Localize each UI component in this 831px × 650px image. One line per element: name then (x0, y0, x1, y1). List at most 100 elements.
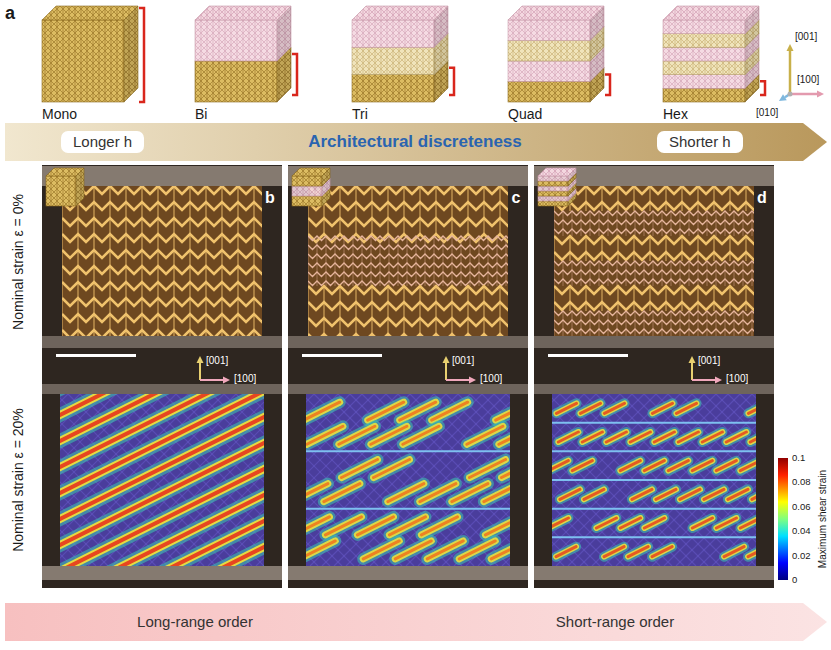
lattice-strut (461, 236, 462, 286)
lattice-strut (554, 279, 754, 284)
strain-band (656, 489, 676, 499)
lattice-strut (403, 186, 404, 236)
strain-band (580, 403, 600, 413)
lattice-strut (308, 281, 508, 286)
axis-head (715, 377, 722, 384)
lattice-strut (581, 261, 582, 286)
strain-band (499, 426, 510, 444)
specimen-undeformed (308, 186, 508, 336)
lattice-strut (716, 211, 717, 236)
strain-band (726, 432, 746, 442)
layer-bracket (760, 81, 765, 95)
lattice-strut (326, 236, 327, 286)
strain-band (644, 461, 664, 471)
figure-label: Bi (195, 106, 207, 122)
strain-band (552, 461, 568, 471)
strain-band (628, 547, 648, 557)
figure-label: [001] (452, 355, 474, 367)
lattice-strut (483, 186, 484, 236)
lattice-strut (344, 236, 345, 286)
strain-band (728, 489, 748, 499)
platen (42, 336, 282, 348)
strain-band (652, 547, 672, 557)
lattice-strut (572, 211, 573, 236)
strain-band (558, 432, 578, 442)
lattice-strut (62, 282, 262, 290)
lattice-strut (649, 286, 650, 311)
strain-band (584, 489, 604, 499)
lattice-strut (734, 211, 735, 236)
strain-band (740, 461, 756, 471)
strain-band (499, 426, 510, 444)
strain-band (584, 489, 604, 499)
strain-band (668, 461, 688, 471)
cube-front-layer (195, 20, 277, 61)
cube-front-layer (352, 20, 434, 47)
lattice-strut (355, 186, 356, 236)
lattice-strut (734, 261, 735, 286)
lattice-strut (554, 186, 754, 194)
axis-shaft (445, 363, 447, 380)
strain-band (582, 432, 602, 442)
lattice-cube (508, 6, 604, 102)
platen (42, 566, 282, 580)
specimen-undeformed (554, 186, 754, 336)
lattice-strut (497, 236, 498, 286)
lattice-strut (581, 311, 582, 336)
lattice-strut (653, 311, 654, 336)
lattice-strut (407, 236, 408, 286)
lattice-strut (419, 286, 420, 336)
lattice-strut (308, 254, 508, 259)
strain-band (556, 547, 576, 557)
lattice-strut (62, 266, 262, 274)
strain-band (678, 432, 698, 442)
cube-front-layer (352, 75, 434, 102)
strain-band (644, 518, 664, 528)
lattice-strut (554, 229, 754, 234)
strain-band (748, 547, 756, 557)
lattice-strut (590, 211, 591, 236)
cube-top (195, 6, 291, 20)
axis-shaft (691, 363, 693, 380)
cube-front-layer (42, 20, 124, 102)
cube-front-layer (292, 176, 322, 186)
lattice-strut (633, 286, 634, 311)
lattice-strut (713, 186, 714, 211)
lattice-strut (389, 236, 390, 286)
scale-bar (56, 354, 136, 357)
strain-band (560, 489, 580, 499)
lattice-strut (644, 311, 645, 336)
lattice-strut (601, 286, 602, 311)
figure-label: [100] (797, 74, 819, 86)
figure-label: 0.06 (792, 501, 811, 512)
lattice-strut (671, 261, 672, 286)
strain-band (656, 489, 676, 499)
lattice-strut (308, 263, 508, 268)
specimen-strain-map (552, 394, 756, 566)
lattice-strut (308, 186, 508, 194)
platen (288, 166, 528, 186)
cube-top (46, 168, 84, 176)
strain-band (580, 403, 600, 413)
strain-band (654, 432, 674, 442)
lattice-strut (403, 286, 404, 336)
lattice-strut (707, 211, 708, 236)
strain-band (652, 403, 672, 413)
strain-band (752, 489, 756, 499)
strain-band (620, 518, 640, 528)
panel-letter: a (5, 3, 15, 24)
lattice-strut (644, 261, 645, 286)
lattice-strut (554, 211, 754, 216)
lattice-strut (572, 311, 573, 336)
platen (534, 566, 774, 580)
cube-top (508, 6, 604, 20)
strain-band (484, 484, 510, 502)
lattice-strut (697, 186, 698, 211)
lattice-strut (306, 394, 434, 566)
axis-pair (689, 356, 723, 384)
cube-front-layer (352, 47, 434, 74)
strain-band (728, 489, 748, 499)
strain-band (644, 461, 664, 471)
lattice-strut (506, 236, 507, 286)
lattice-strut (435, 286, 436, 336)
